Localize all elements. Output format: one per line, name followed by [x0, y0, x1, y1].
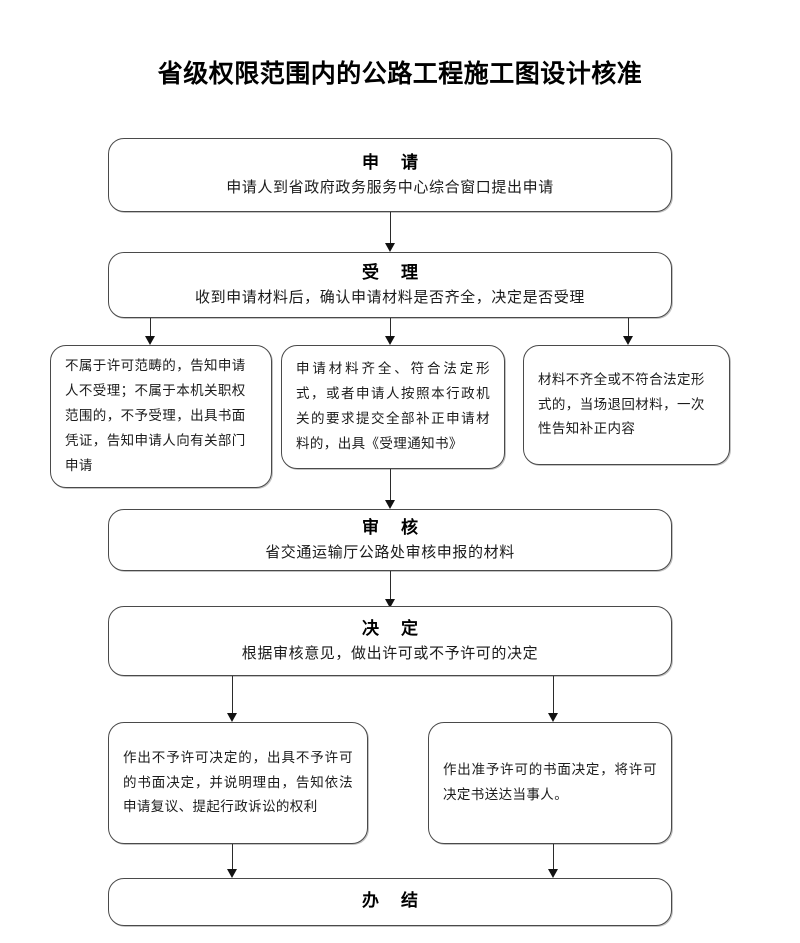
arrowhead-apply-to-accept: [384, 243, 395, 252]
connector-decide-to-grant: [553, 676, 554, 716]
arrowhead-branch-middle: [384, 336, 395, 345]
node-finish-heading: 办 结: [362, 891, 426, 912]
node-review: 审 核 省交通运输厅公路处审核申报的材料: [108, 509, 672, 571]
arrowhead-branch-left: [144, 336, 155, 345]
connector-apply-to-accept: [390, 212, 391, 246]
node-decide-grant-body: 作出准予许可的书面决定，将许可决定书送达当事人。: [443, 762, 657, 803]
node-review-heading: 审 核: [362, 517, 426, 538]
page-title: 省级权限范围内的公路工程施工图设计核准: [157, 59, 643, 88]
connector-accept-to-branch-middle: [390, 318, 391, 339]
connector-decide-to-deny: [232, 676, 233, 716]
node-decide-deny: 作出不予许可决定的，出具不予许可的书面决定，并说明理由，告知依法申请复议、提起行…: [108, 722, 368, 844]
node-branch-middle: 申请材料齐全、符合法定形式，或者申请人按照本行政机关的要求提交全部补正申请材料的…: [281, 345, 505, 469]
node-branch-right-body: 材料不齐全或不符合法定形式的，当场退回材料，一次性告知补正内容: [538, 371, 705, 438]
node-review-body: 省交通运输厅公路处审核申报的材料: [265, 543, 515, 562]
connector-accept-to-branch-left: [150, 318, 151, 339]
node-branch-left-body: 不属于许可范畴的，告知申请人不受理；不属于本机关职权范围的，不予受理，出具书面凭…: [65, 358, 246, 474]
arrowhead-finish-left: [226, 869, 237, 878]
connector-accept-to-branch-right: [628, 318, 629, 339]
connector-deny-to-finish: [232, 844, 233, 872]
node-accept: 受 理 收到申请材料后，确认申请材料是否齐全，决定是否受理: [108, 252, 672, 318]
node-decide-body: 根据审核意见，做出许可或不予许可的决定: [241, 644, 539, 663]
node-accept-body: 收到申请材料后，确认申请材料是否齐全，决定是否受理: [194, 288, 585, 307]
node-apply-body: 申请人到省政府政务服务中心综合窗口提出申请: [226, 178, 554, 197]
node-accept-heading: 受 理: [362, 262, 426, 283]
node-branch-left: 不属于许可范畴的，告知申请人不受理；不属于本机关职权范围的，不予受理，出具书面凭…: [50, 345, 272, 488]
node-decide: 决 定 根据审核意见，做出许可或不予许可的决定: [108, 606, 672, 676]
node-branch-middle-body: 申请材料齐全、符合法定形式，或者申请人按照本行政机关的要求提交全部补正申请材料的…: [296, 361, 490, 452]
arrowhead-decide: [384, 599, 395, 608]
node-branch-right: 材料不齐全或不符合法定形式的，当场退回材料，一次性告知补正内容: [523, 345, 730, 465]
node-decide-deny-body: 作出不予许可决定的，出具不予许可的书面决定，并说明理由，告知依法申请复议、提起行…: [123, 749, 353, 816]
node-decide-grant: 作出准予许可的书面决定，将许可决定书送达当事人。: [428, 722, 672, 844]
arrowhead-decide-grant: [547, 713, 558, 722]
arrowhead-review: [384, 500, 395, 509]
node-apply: 申 请 申请人到省政府政务服务中心综合窗口提出申请: [108, 138, 672, 212]
arrowhead-branch-right: [622, 336, 633, 345]
node-finish: 办 结: [108, 878, 672, 926]
connector-grant-to-finish: [553, 844, 554, 872]
arrowhead-finish-right: [547, 869, 558, 878]
arrowhead-decide-deny: [226, 713, 237, 722]
node-decide-heading: 决 定: [362, 618, 426, 639]
connector-branch-middle-to-review: [390, 469, 391, 503]
node-apply-heading: 申 请: [362, 152, 426, 173]
connector-review-to-decide: [390, 571, 391, 602]
